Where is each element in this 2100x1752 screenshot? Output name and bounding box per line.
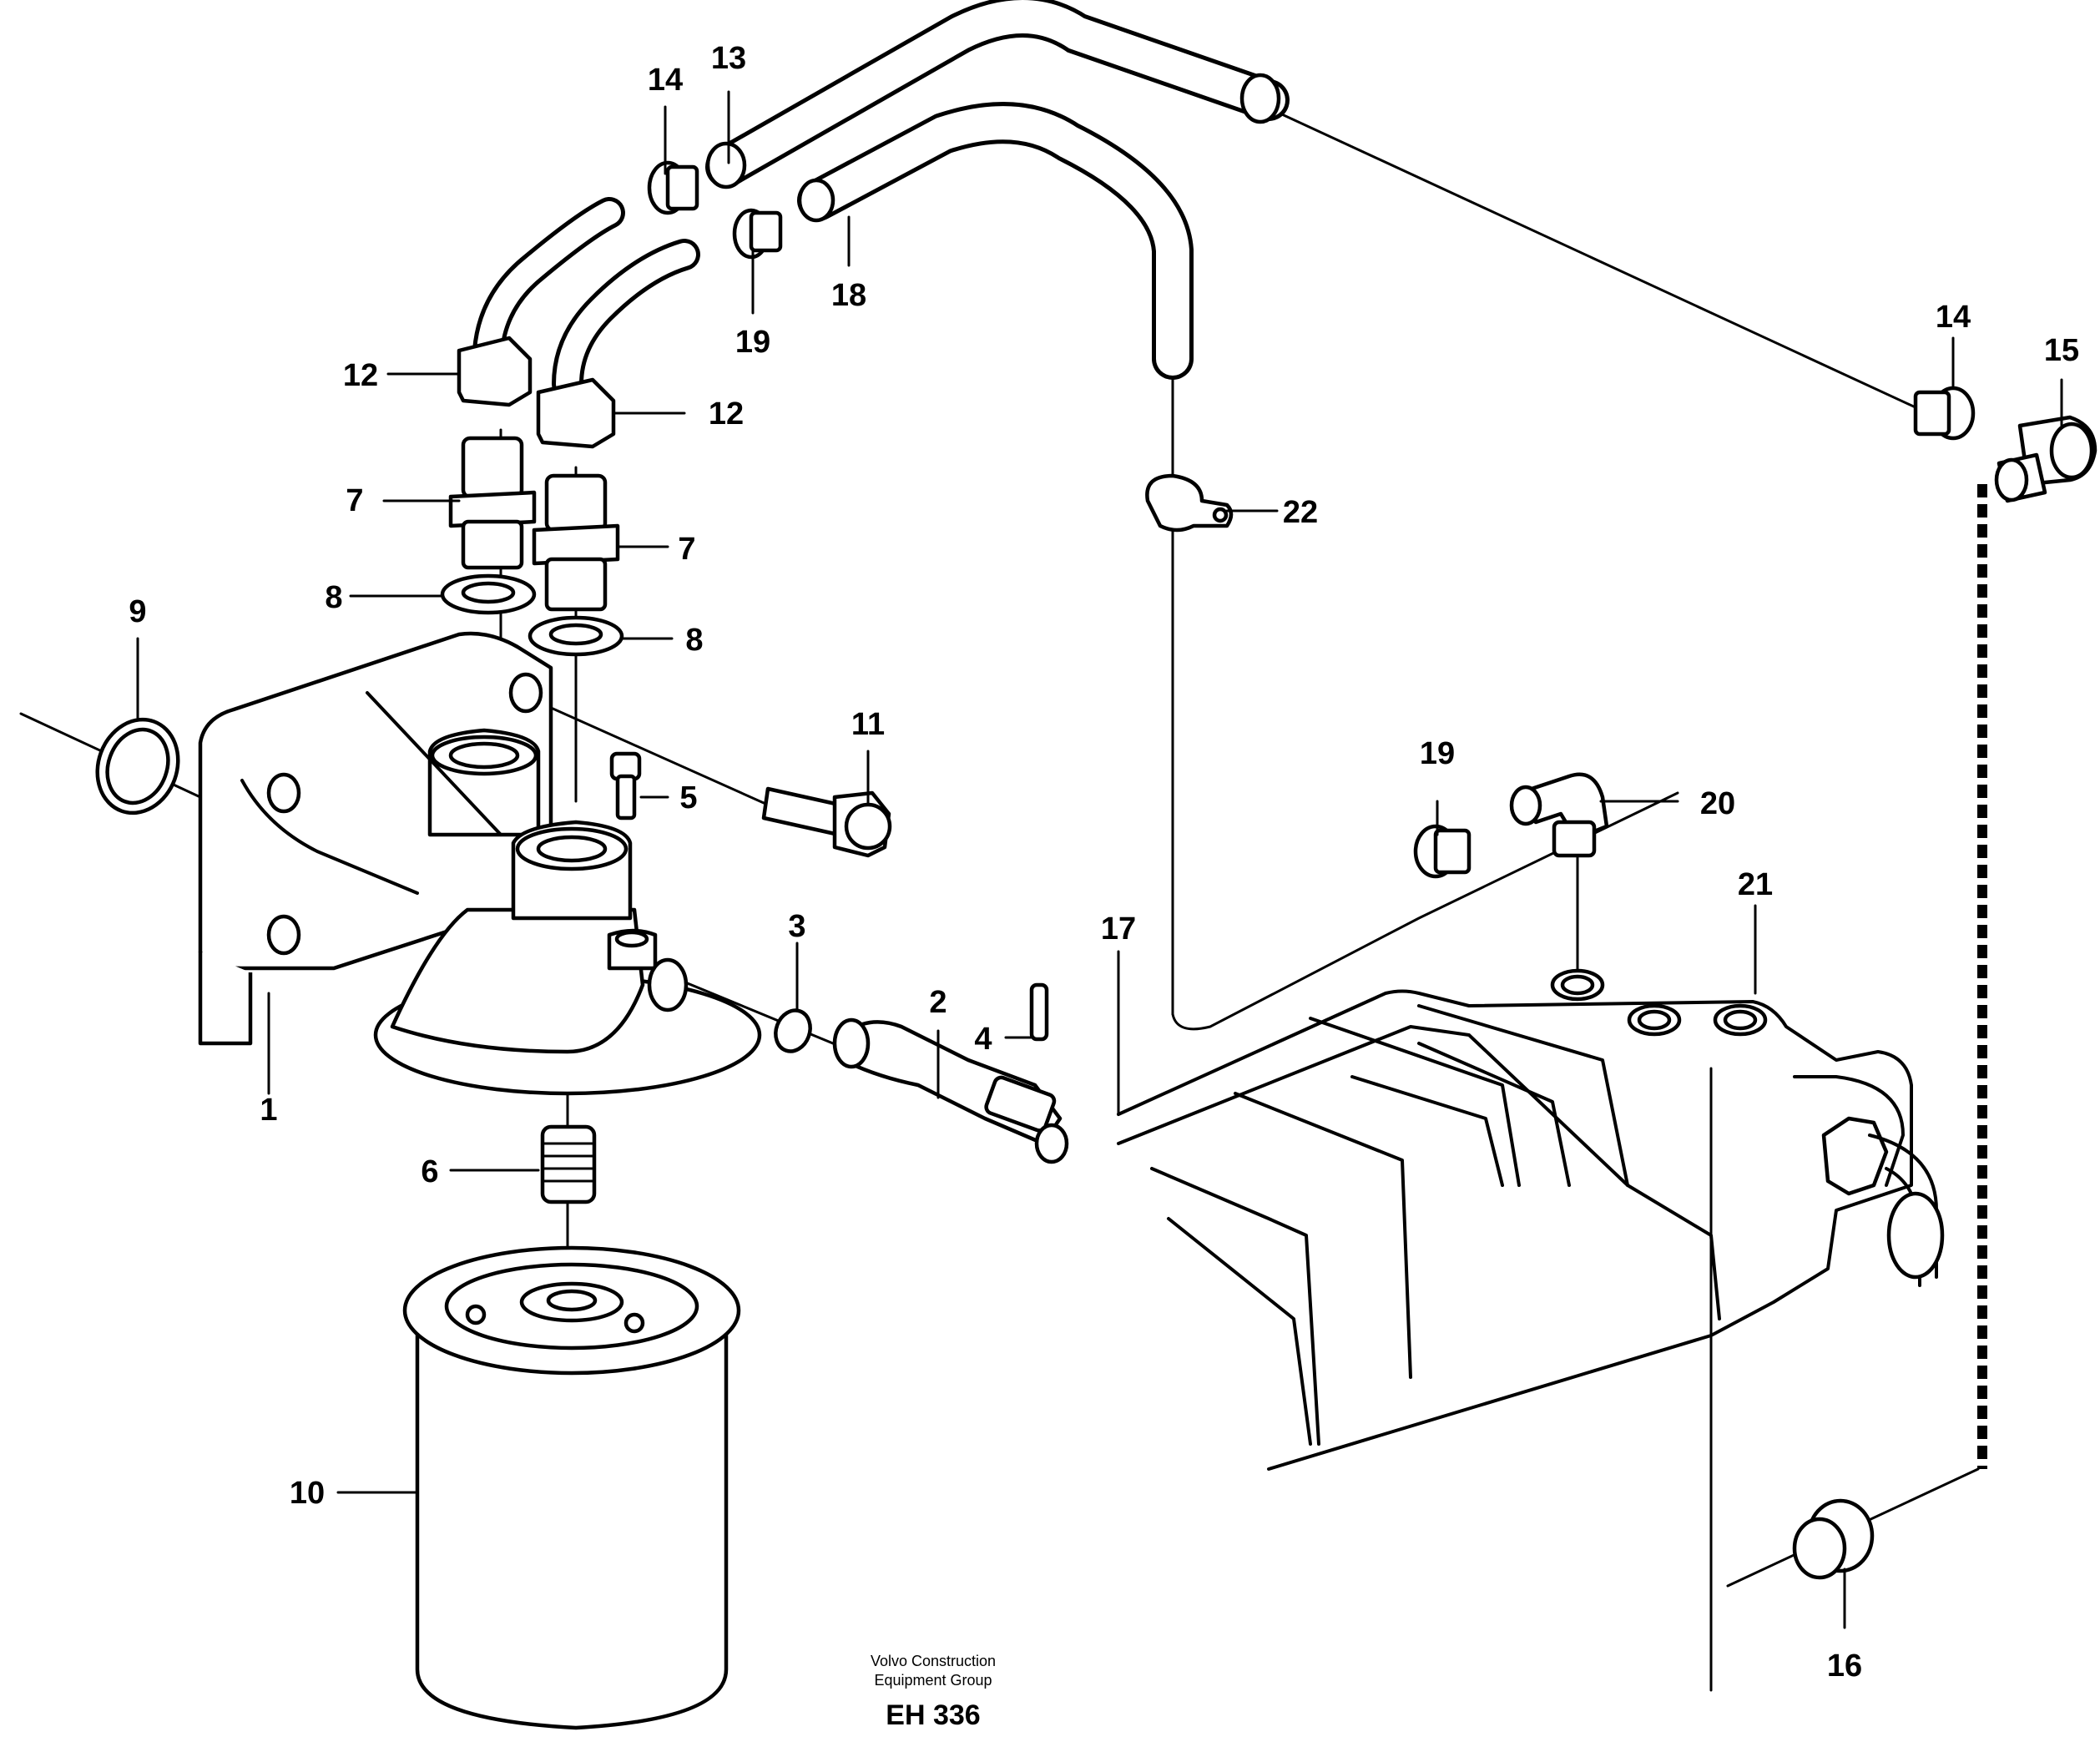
hose-clamp-14-upper (647, 160, 699, 215)
plug-16 (1792, 1498, 1875, 1580)
hose-clamp-14-right (1913, 386, 1976, 441)
o-ring-9 (95, 717, 180, 815)
pin-4 (1029, 982, 1049, 1042)
callout-5: 5 (679, 780, 697, 815)
elbow-20 (1509, 772, 1609, 858)
callout-11: 11 (851, 707, 885, 742)
o-ring-3 (774, 1008, 812, 1053)
callout-20: 20 (1700, 786, 1735, 821)
callout-2: 2 (929, 985, 947, 1020)
callout-9: 9 (129, 594, 146, 629)
callout-17: 17 (1101, 911, 1136, 947)
callout-18: 18 (831, 278, 866, 313)
callout-labels: 1 2 3 4 5 6 7 7 8 8 9 10 11 12 12 13 14 … (129, 41, 2079, 1684)
hose-clamp-19-upper (732, 208, 783, 260)
nut-12-left (457, 336, 533, 407)
callout-3: 3 (788, 909, 805, 944)
callout-19-upper: 19 (735, 325, 770, 360)
adapter-7-left (448, 436, 537, 570)
tee-fitting-15 (1994, 415, 2097, 503)
clip-22 (1145, 473, 1234, 533)
callout-1: 1 (260, 1093, 277, 1128)
strainer-6 (540, 1124, 597, 1204)
callout-16: 16 (1827, 1648, 1862, 1684)
callout-12-right: 12 (709, 396, 744, 432)
callout-leaders (136, 90, 2063, 1629)
callout-7-right: 7 (678, 532, 695, 567)
callout-4: 4 (974, 1022, 992, 1057)
footer-code: EH 336 (886, 1699, 980, 1731)
filter-10 (402, 1245, 741, 1730)
footer: Volvo Construction Equipment Group EH 33… (871, 1653, 996, 1731)
callout-6: 6 (421, 1154, 438, 1189)
pipe-18 (552, 102, 1194, 400)
screw-5 (609, 751, 642, 820)
housing-17 (1117, 968, 1945, 1471)
bolt-11 (761, 786, 892, 858)
hose-clamp-19-right (1413, 824, 1472, 879)
callout-14-right: 14 (1936, 300, 1971, 335)
callout-15: 15 (2044, 333, 2079, 368)
callout-8-right: 8 (685, 623, 703, 658)
valve-2 (832, 1017, 1069, 1164)
footer-line-1: Volvo Construction (871, 1653, 996, 1669)
pipe-13 (472, 0, 1290, 366)
callout-13: 13 (711, 41, 746, 76)
callout-10: 10 (290, 1476, 325, 1511)
callout-8-left: 8 (325, 580, 342, 615)
callout-22: 22 (1283, 495, 1318, 530)
callout-7-left: 7 (346, 483, 363, 518)
callout-19-right: 19 (1420, 736, 1455, 771)
filter-head-1 (198, 631, 762, 1096)
nut-12-right (536, 377, 616, 449)
washer-8-left (440, 573, 537, 615)
washer-8-right (528, 615, 624, 657)
callout-21: 21 (1738, 867, 1773, 902)
adapter-7-right (532, 473, 620, 612)
callout-14-upper: 14 (648, 63, 683, 98)
footer-line-2: Equipment Group (874, 1672, 992, 1689)
callout-12-left: 12 (343, 358, 378, 393)
